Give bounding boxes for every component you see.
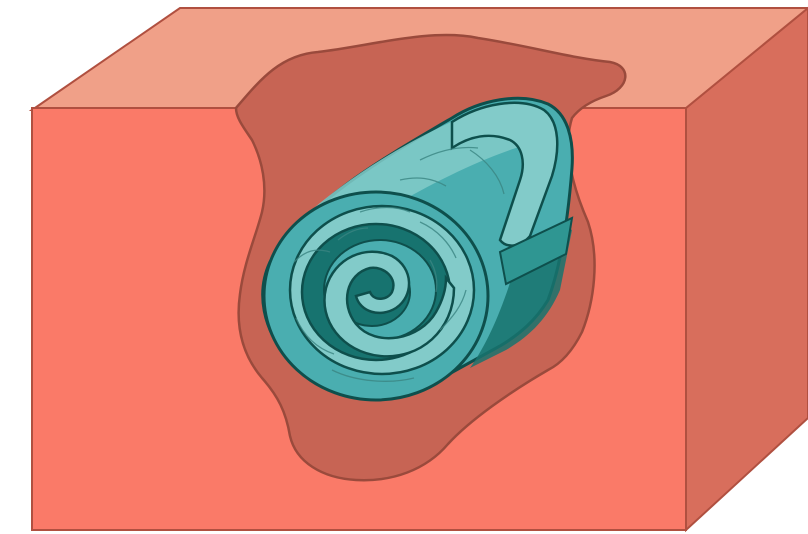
tissue-block-cutaway-illustration (0, 0, 808, 534)
